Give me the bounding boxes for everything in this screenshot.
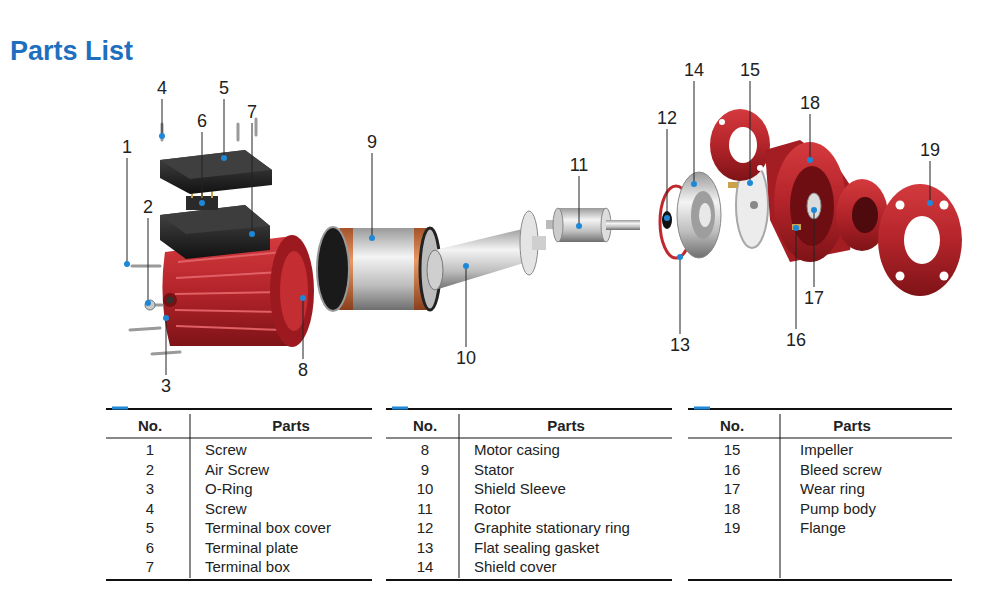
callout-number: 7	[247, 103, 257, 121]
part-number: 12	[417, 520, 434, 535]
leader-dots	[124, 133, 933, 321]
table-accents	[112, 407, 710, 410]
flange	[878, 184, 962, 296]
callout-number: 6	[197, 112, 207, 130]
part-name: Rotor	[474, 500, 511, 515]
callout-number: 9	[367, 133, 377, 151]
part-number: 10	[417, 481, 434, 496]
part-name: Air Screw	[205, 461, 269, 476]
page-title: Parts List	[10, 38, 133, 65]
part-name: Flange	[800, 520, 846, 535]
part-name: O-Ring	[205, 481, 253, 496]
part-name: Screw	[205, 500, 247, 515]
leader-lines	[127, 81, 930, 375]
part-name: Terminal box	[205, 559, 290, 574]
part-number: 17	[724, 481, 741, 496]
part-number: 8	[421, 442, 429, 457]
part-number: 19	[724, 520, 741, 535]
callout-number: 16	[786, 331, 806, 349]
part-number: 14	[417, 559, 434, 574]
callout-number: 18	[800, 94, 820, 112]
callout-number: 8	[298, 361, 308, 379]
callout-number: 15	[740, 61, 760, 79]
callout-number: 2	[143, 198, 153, 216]
callout-number: 14	[684, 61, 704, 79]
table-rules	[106, 409, 952, 580]
callout-number: 1	[122, 138, 132, 156]
terminal-box-cover	[160, 150, 272, 194]
callout-number: 5	[219, 79, 229, 97]
bleed-screw	[792, 224, 801, 230]
part-name: Motor casing	[474, 442, 560, 457]
part-number: 18	[724, 500, 741, 515]
part-number: 9	[421, 461, 429, 476]
callout-number: 17	[804, 289, 824, 307]
part-name: Stator	[474, 461, 514, 476]
stator	[317, 227, 440, 311]
callout-number: 12	[657, 109, 677, 127]
part-number: 13	[417, 539, 434, 554]
pump-body	[710, 109, 888, 262]
callout-number: 13	[670, 336, 690, 354]
part-number: 5	[146, 520, 154, 535]
table-header: No.	[413, 418, 437, 433]
part-number: 6	[146, 539, 154, 554]
callout-number: 19	[920, 141, 940, 159]
table-header: No.	[138, 418, 162, 433]
part-number: 15	[724, 442, 741, 457]
part-name: Flat sealing gasket	[474, 539, 599, 554]
part-name: Shield Sleeve	[474, 481, 566, 496]
part-name: Shield cover	[474, 559, 557, 574]
terminal-box	[160, 205, 270, 259]
part-number: 1	[146, 442, 154, 457]
part-name: Terminal box cover	[205, 520, 331, 535]
rotor	[546, 208, 640, 242]
shield-cover	[677, 172, 721, 258]
part-name: Terminal plate	[205, 539, 298, 554]
callout-number: 11	[570, 156, 589, 174]
part-name: Pump body	[800, 500, 876, 515]
shield-sleeve	[427, 211, 546, 290]
callout-number: 10	[456, 349, 476, 367]
part-number: 7	[146, 559, 154, 574]
part-number: 4	[146, 500, 154, 515]
part-number: 2	[146, 461, 154, 476]
table-header: No.	[720, 418, 744, 433]
callout-number: 3	[161, 377, 171, 395]
callout-number: 4	[157, 79, 167, 97]
part-number: 11	[417, 500, 433, 515]
part-name: Impeller	[800, 442, 853, 457]
part-number: 16	[724, 461, 741, 476]
part-name: Screw	[205, 442, 247, 457]
table-header: Parts	[272, 418, 310, 433]
part-name: Graphite stationary ring	[474, 520, 630, 535]
table-header: Parts	[547, 418, 585, 433]
table-header: Parts	[833, 418, 871, 433]
part-name: Bleed screw	[800, 461, 882, 476]
part-name: Wear ring	[800, 481, 865, 496]
part-number: 3	[146, 481, 154, 496]
